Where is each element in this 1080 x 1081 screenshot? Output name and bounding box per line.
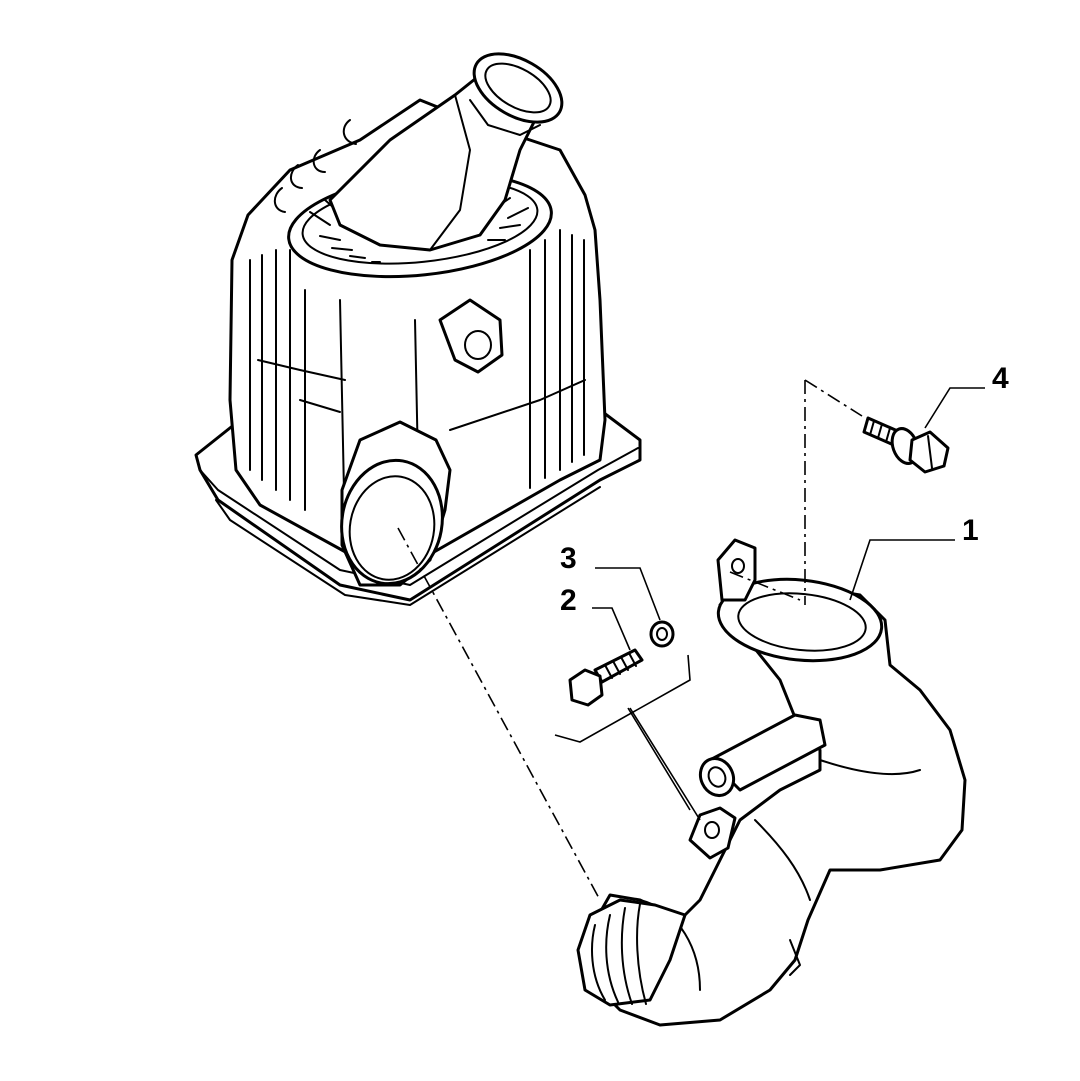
flange-screw [862,416,950,474]
callout-3: 3 [560,542,577,575]
assembly-lines [397,379,863,901]
group-bracket [554,654,701,821]
air-duct [576,538,967,1027]
washer [649,620,675,648]
leader-2 [592,607,631,651]
callout-2: 2 [560,584,577,617]
callout-1: 1 [962,514,979,547]
callout-labels: 1 2 3 4 [560,362,1009,617]
leader-3 [595,567,661,621]
bolt [568,648,644,707]
callout-4: 4 [992,362,1009,395]
leader-4 [924,387,985,429]
leader-lines [554,387,985,821]
leader-1 [849,539,955,601]
air-filter-housing [194,52,642,606]
